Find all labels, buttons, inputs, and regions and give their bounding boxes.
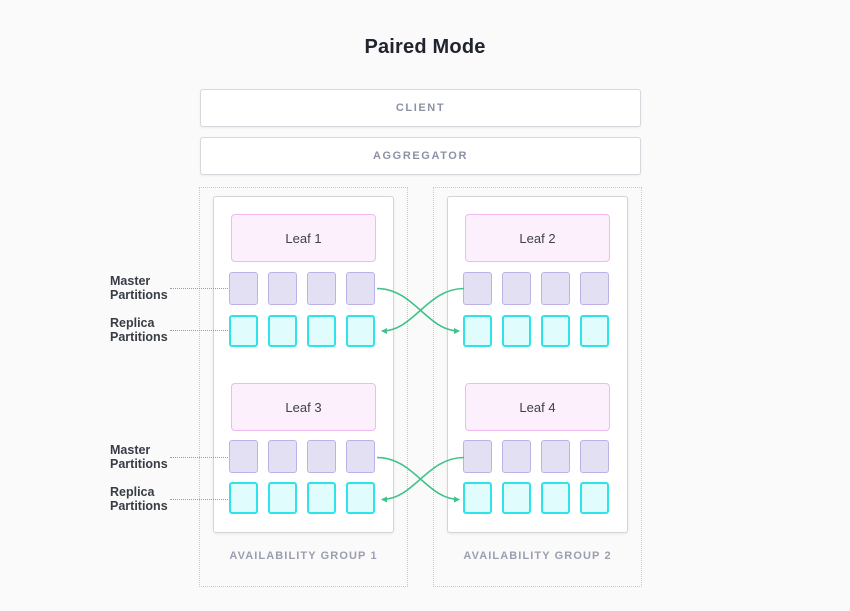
replica-partitions-leader-line: [170, 499, 228, 500]
client-box: CLIENT: [200, 89, 641, 127]
master-partition-square: [268, 272, 297, 305]
master-partition-square: [268, 440, 297, 473]
replica-partition-square: [463, 315, 492, 347]
leaf-3-master-partitions-row: [229, 440, 378, 473]
aggregator-label: AGGREGATOR: [372, 150, 469, 162]
replica-partition-square: [229, 315, 258, 347]
leaf-4-master-partitions-row: [463, 440, 612, 473]
availability-group-1: Leaf 1 Leaf 3: [199, 187, 408, 587]
leaf-node-box-1: Leaf 1 Leaf 3: [213, 196, 394, 533]
availability-group-2: Leaf 2 Leaf 4: [433, 187, 642, 587]
replica-partition-square: [229, 482, 258, 514]
master-partitions-label: Master Partitions: [110, 274, 168, 302]
master-partitions-label: Master Partitions: [110, 443, 168, 471]
availability-group-1-label: AVAILABILITY GROUP 1: [229, 550, 378, 562]
replica-partition-square: [502, 315, 531, 347]
replica-partitions-label: Replica Partitions: [110, 485, 168, 513]
replica-partition-square: [346, 315, 375, 347]
leaf-2-replica-partitions-row: [463, 315, 612, 347]
page-title: Paired Mode: [364, 36, 486, 58]
replica-partition-square: [346, 482, 375, 514]
master-partition-square: [580, 272, 609, 305]
master-partition-square: [580, 440, 609, 473]
master-partition-square: [463, 272, 492, 305]
master-partitions-leader-line: [170, 457, 228, 458]
replica-partition-square: [541, 482, 570, 514]
master-partition-square: [463, 440, 492, 473]
replica-partition-square: [541, 315, 570, 347]
master-partition-square: [229, 272, 258, 305]
replica-partition-square: [268, 482, 297, 514]
master-partition-square: [541, 272, 570, 305]
master-partition-square: [229, 440, 258, 473]
leaf-3-replica-partitions-row: [229, 482, 378, 514]
leaf-node-box-2: Leaf 2 Leaf 4: [447, 196, 628, 533]
master-partition-square: [541, 440, 570, 473]
master-partition-square: [346, 272, 375, 305]
availability-group-2-label: AVAILABILITY GROUP 2: [463, 550, 612, 562]
replica-partition-square: [580, 482, 609, 514]
replica-partitions-leader-line: [170, 330, 228, 331]
replica-partition-square: [463, 482, 492, 514]
replica-partitions-label: Replica Partitions: [110, 316, 168, 344]
master-partition-square: [346, 440, 375, 473]
aggregator-box: AGGREGATOR: [200, 137, 641, 175]
leaf-1-replica-partitions-row: [229, 315, 378, 347]
replica-partition-square: [307, 482, 336, 514]
leaf-4-replica-partitions-row: [463, 482, 612, 514]
leaf-1-master-partitions-row: [229, 272, 378, 305]
replica-partition-square: [268, 315, 297, 347]
master-partition-square: [307, 440, 336, 473]
leaf-2-master-partitions-row: [463, 272, 612, 305]
master-partition-square: [502, 272, 531, 305]
leaf-3-header: Leaf 3: [231, 383, 376, 431]
master-partition-square: [307, 272, 336, 305]
leaf-4-header: Leaf 4: [465, 383, 610, 431]
master-partition-square: [502, 440, 531, 473]
master-partitions-leader-line: [170, 288, 228, 289]
replica-partition-square: [307, 315, 336, 347]
leaf-1-header: Leaf 1: [231, 214, 376, 262]
leaf-2-header: Leaf 2: [465, 214, 610, 262]
replica-partition-square: [580, 315, 609, 347]
replica-partition-square: [502, 482, 531, 514]
client-label: CLIENT: [395, 102, 446, 114]
